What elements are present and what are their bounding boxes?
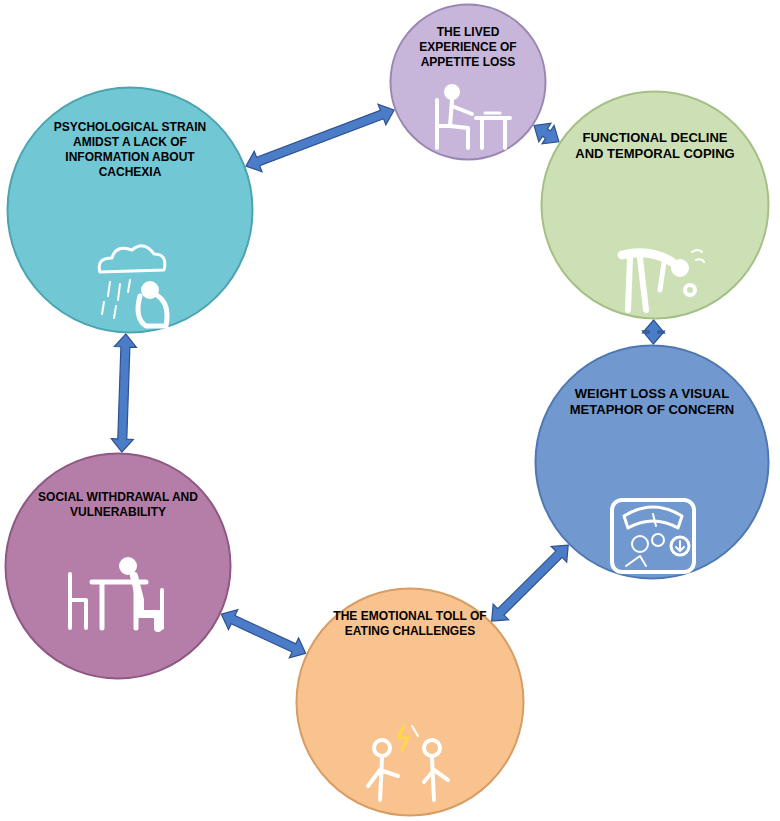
theme-title: THE LIVED EXPERIENCE OF APPETITE LOSS: [408, 25, 528, 70]
double-arrow: [643, 320, 665, 344]
double-arrow: [534, 123, 559, 143]
circle-fill: [536, 346, 769, 579]
circle-shape: [4, 452, 232, 680]
double-arrow: [246, 104, 394, 171]
circle-fill: [391, 5, 546, 160]
theme-title: WEIGHT LOSS A VISUAL METAPHOR OF CONCERN: [567, 386, 737, 419]
double-arrow: [111, 334, 136, 452]
circle-fill: [297, 589, 524, 816]
double-arrow: [492, 545, 569, 621]
theme-circle: THE LIVED EXPERIENCE OF APPETITE LOSS: [389, 3, 547, 161]
double-arrow: [221, 610, 305, 658]
theme-circle: FUNCTIONAL DECLINE AND TEMPORAL COPING: [540, 90, 770, 320]
circle-fill: [8, 88, 253, 333]
theme-title: FUNCTIONAL DECLINE AND TEMPORAL COPING: [575, 130, 735, 163]
theme-title: SOCIAL WITHDRAWAL AND VULNERABILITY: [36, 490, 201, 520]
circle-fill: [6, 454, 231, 679]
circle-shape: [534, 344, 770, 580]
theme-circle: SOCIAL WITHDRAWAL AND VULNERABILITY: [4, 452, 232, 680]
theme-circle: WEIGHT LOSS A VISUAL METAPHOR OF CONCERN: [534, 344, 770, 580]
circle-fill: [542, 92, 769, 319]
theme-title: PSYCHOLOGICAL STRAIN AMIDST A LACK OF IN…: [35, 120, 225, 180]
theme-circle: THE EMOTIONAL TOLL OF EATING CHALLENGES: [295, 587, 525, 817]
theme-title: THE EMOTIONAL TOLL OF EATING CHALLENGES: [330, 609, 490, 639]
circle-shape: [540, 90, 770, 320]
theme-circle: PSYCHOLOGICAL STRAIN AMIDST A LACK OF IN…: [6, 86, 254, 334]
